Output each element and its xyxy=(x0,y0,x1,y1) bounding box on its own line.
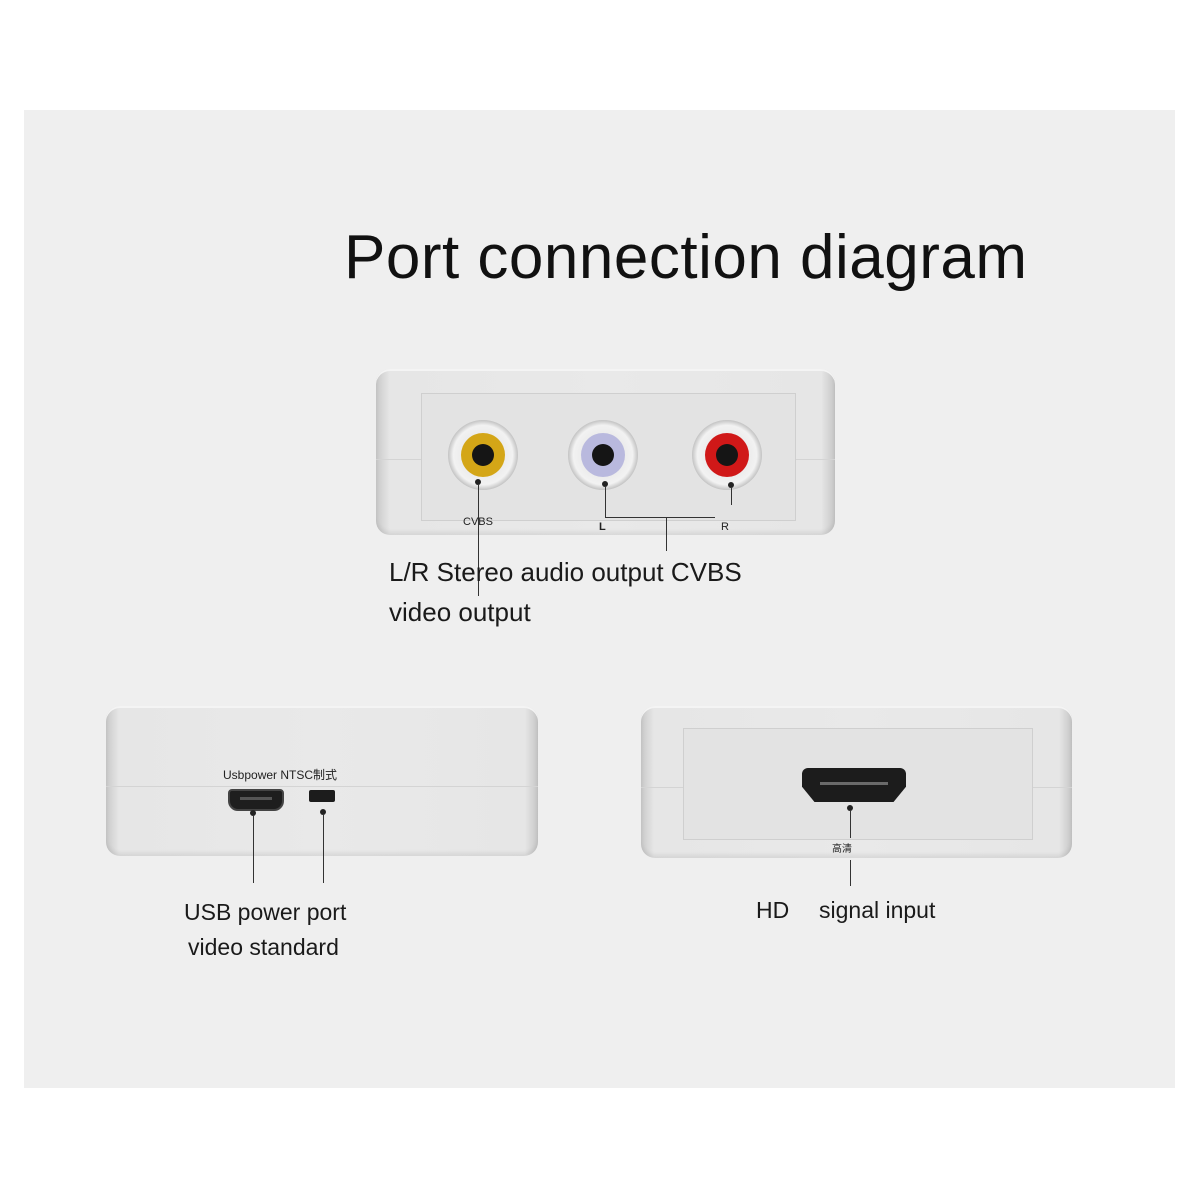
usb-pin xyxy=(250,810,256,816)
mini-usb-port-icon xyxy=(228,789,284,811)
right-leader-line xyxy=(731,487,732,505)
av-output-caption-line2: video output xyxy=(389,597,531,627)
cvbs-leader-line xyxy=(478,484,479,596)
panel-seam xyxy=(106,786,538,787)
usb-power-caption: USB power port xyxy=(184,899,347,925)
page-title: Port connection diagram xyxy=(344,223,1028,292)
audio-join-line xyxy=(605,517,715,518)
power-switch-panel xyxy=(106,706,538,856)
hdmi-port-icon xyxy=(802,768,906,802)
left-pin xyxy=(602,481,608,487)
signal-input-caption: signal input xyxy=(819,897,936,923)
left-leader-line xyxy=(605,486,606,518)
usb-leader-line xyxy=(253,815,254,883)
right-pin xyxy=(728,482,734,488)
av-output-caption-line1: L/R Stereo audio output CVBS xyxy=(389,557,742,587)
ntsc-pal-switch-icon xyxy=(309,790,335,802)
video-standard-caption: video standard xyxy=(188,934,339,960)
right-port-label: R xyxy=(721,521,729,533)
audio-leader-line xyxy=(666,517,667,551)
switch-leader-line xyxy=(323,814,324,883)
hdmi-leader-line-top xyxy=(850,810,851,838)
hdmi-port-label: 高清 xyxy=(832,844,852,855)
hdmi-pin xyxy=(847,805,853,811)
usb-ntsc-port-label: Usbpower NTSC制式 xyxy=(223,768,338,782)
audio-right-jack-icon xyxy=(692,420,762,490)
cvbs-pin xyxy=(475,479,481,485)
switch-pin xyxy=(320,809,326,815)
left-port-label: L xyxy=(599,521,606,533)
diagram-background xyxy=(24,110,1175,1088)
cvbs-jack-icon xyxy=(448,420,518,490)
hdmi-leader-line-bottom xyxy=(850,860,851,886)
cvbs-port-label: CVBS xyxy=(463,516,493,528)
audio-left-jack-icon xyxy=(568,420,638,490)
hd-caption: HD xyxy=(756,897,790,923)
